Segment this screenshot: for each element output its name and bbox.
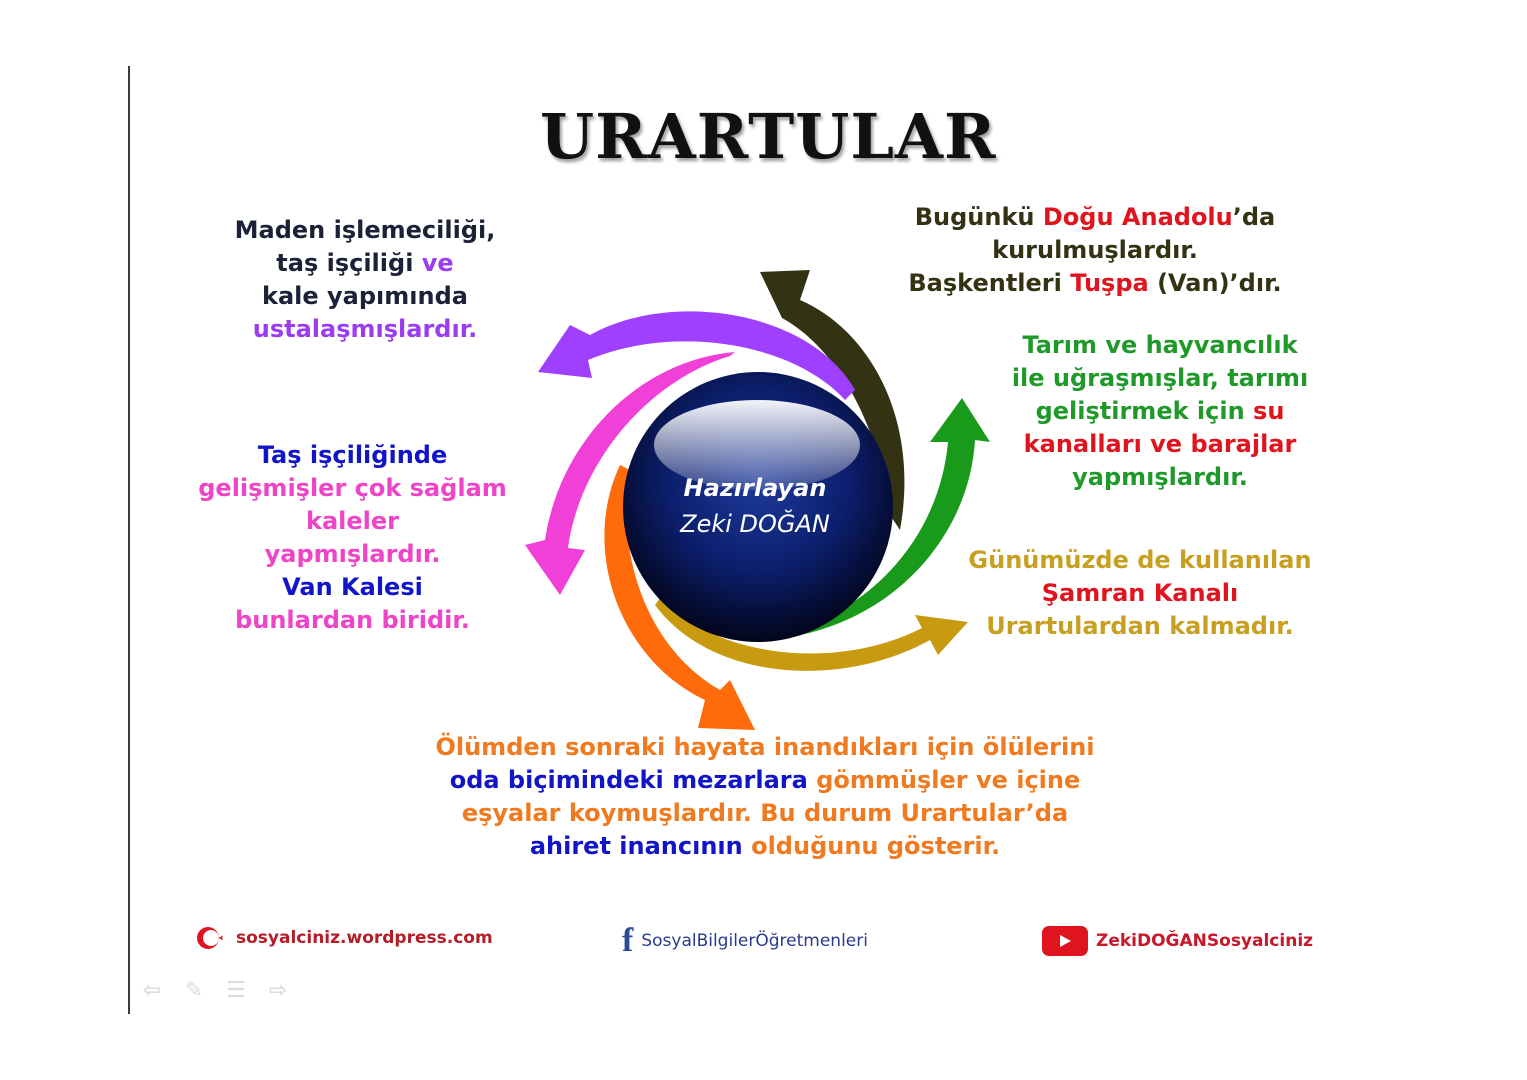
mining-text-block: Maden işlemeciliği, taş işçiliği ve kale… <box>234 216 496 343</box>
youtube-link[interactable]: ZekiDOĞANSosyalciniz <box>1042 926 1313 956</box>
canal-text-block: Günümüzde de kullanılan Şamran Kanalı Ur… <box>968 546 1312 640</box>
arrow-green <box>785 398 990 638</box>
agriculture-text-block: Tarım ve hayvancılık ile uğraşmışlar, ta… <box>1011 331 1309 491</box>
website-link[interactable]: sosyalciniz.wordpress.com <box>196 926 493 950</box>
forward-arrow-icon[interactable]: ⇨ <box>268 978 288 1003</box>
pen-icon[interactable]: ✎ <box>184 978 204 1003</box>
castles-text-block: Taş işçiliğinde gelişmişler çok sağlam k… <box>198 441 507 634</box>
arrow-magenta <box>525 352 735 595</box>
afterlife-text-block: Ölümden sonraki hayata inandıkları için … <box>435 733 1095 860</box>
slide-navigation: ⇦ ✎ ☰ ⇨ <box>140 980 290 1002</box>
back-arrow-icon[interactable]: ⇦ <box>142 978 162 1003</box>
arrow-gold <box>655 598 968 671</box>
left-border-line <box>128 66 130 1014</box>
youtube-icon <box>1042 926 1088 956</box>
location-text-block: Bugünkü Doğu Anadolu’da kurulmuşlardır. … <box>908 203 1282 297</box>
center-label: Hazırlayan Zeki DOĞAN <box>620 470 890 542</box>
swirl-arrow-diagram <box>525 270 990 730</box>
sphere-gloss <box>654 400 860 490</box>
facebook-link[interactable]: f SosyalBilgilerÖğretmenleri <box>622 922 868 959</box>
facebook-icon: f <box>622 922 634 959</box>
prepared-by-label: Hazırlayan <box>683 474 827 502</box>
arrow-purple <box>538 311 855 400</box>
turkish-flag-icon <box>197 927 223 949</box>
arrow-orange <box>604 465 755 730</box>
menu-icon[interactable]: ☰ <box>226 978 246 1003</box>
page-title: URARTULAR <box>540 100 997 173</box>
author-name: Zeki DOĞAN <box>680 510 830 538</box>
